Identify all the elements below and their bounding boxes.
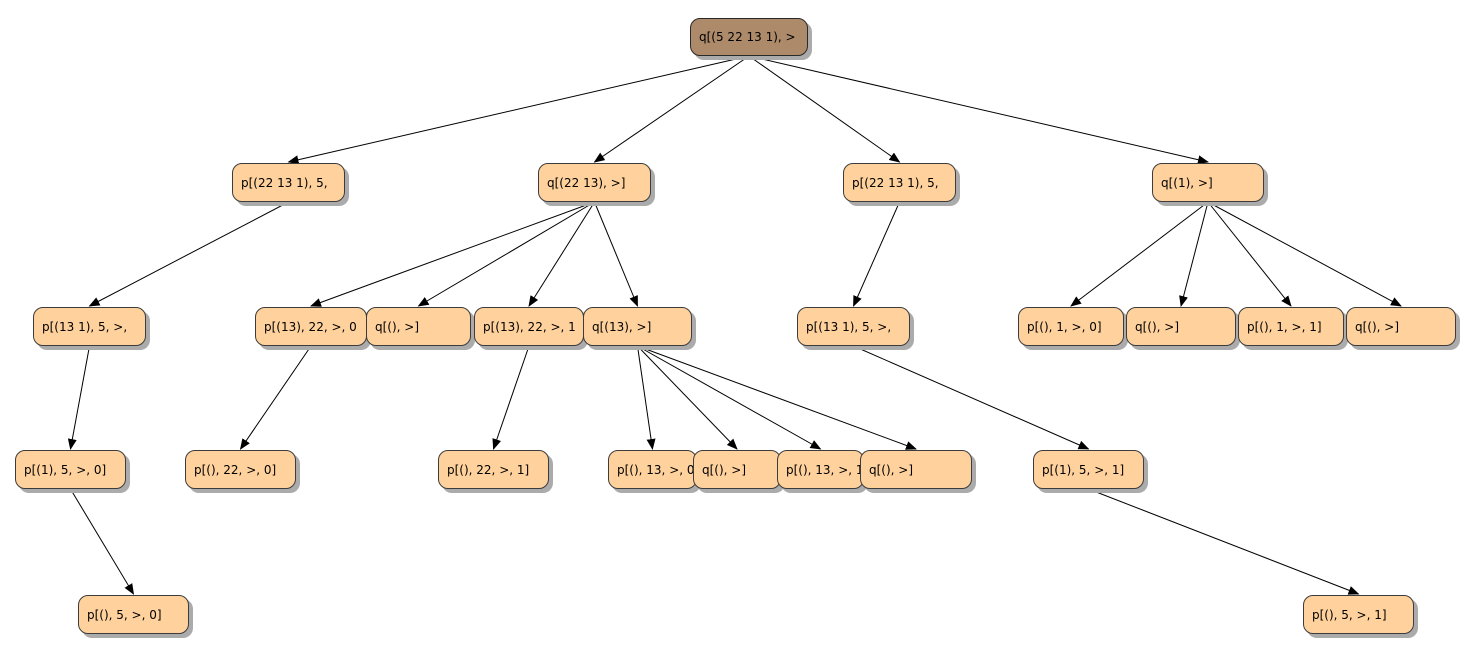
tree-node-label: p[(), 13, >, 1 bbox=[786, 462, 864, 477]
tree-node-label: p[(1), 5, >, 1] bbox=[1042, 462, 1125, 477]
edge-r4h-to-r5b bbox=[1088, 488, 1360, 595]
tree-node-r3h[interactable]: q[(), >] bbox=[1126, 307, 1236, 346]
edge-r2b-to-r3d bbox=[528, 201, 595, 307]
tree-node-label: q[(13), >] bbox=[592, 319, 652, 334]
tree-node-label: p[(13 1), 5, >, bbox=[42, 319, 128, 334]
tree-node-label: q[(), >] bbox=[702, 462, 747, 477]
edge-r2b-to-r3b bbox=[310, 201, 595, 307]
tree-node-label: q[(), >] bbox=[375, 319, 420, 334]
edge-r3e-to-r4d bbox=[637, 345, 656, 450]
tree-node-label: q[(22 13), >] bbox=[547, 175, 626, 190]
tree-node-label: q[(5 22 13 1), > bbox=[699, 30, 796, 44]
tree-node-r2c[interactable]: p[(22 13 1), 5, bbox=[843, 163, 956, 202]
tree-node-r4e[interactable]: q[(), >] bbox=[693, 450, 781, 489]
tree-node-label: p[(1), 5, >, 0] bbox=[24, 462, 107, 477]
tree-node-r4d[interactable]: p[(), 13, >, 0 bbox=[608, 450, 697, 489]
tree-node-r3e[interactable]: q[(13), >] bbox=[583, 307, 692, 346]
tree-node-r3c[interactable]: q[(), >] bbox=[366, 307, 471, 346]
tree-node-r4h[interactable]: p[(1), 5, >, 1] bbox=[1033, 450, 1144, 489]
edge-root-to-r2d bbox=[748, 55, 1209, 165]
tree-node-label: p[(13 1), 5, >, bbox=[806, 319, 892, 334]
edge-r3f-to-r4h bbox=[853, 345, 1090, 450]
tree-node-r4g[interactable]: q[(), >] bbox=[860, 450, 972, 489]
tree-node-label: p[(), 5, >, 0] bbox=[87, 607, 162, 622]
tree-node-r5b[interactable]: p[(), 5, >, 1] bbox=[1303, 595, 1414, 634]
tree-node-label: q[(1), >] bbox=[1161, 175, 1213, 190]
edge-root-to-r2c bbox=[748, 55, 901, 163]
edge-r2d-to-r3j bbox=[1207, 201, 1402, 307]
edge-r3d-to-r4c bbox=[492, 345, 530, 450]
edge-r2d-to-r3g bbox=[1070, 201, 1209, 307]
edge-root-to-r2b bbox=[593, 55, 750, 163]
tree-node-label: p[(13), 22, >, 1 bbox=[483, 319, 576, 334]
edge-r2d-to-r3i bbox=[1207, 201, 1292, 307]
tree-node-root[interactable]: q[(5 22 13 1), > bbox=[690, 18, 808, 56]
tree-node-r4c[interactable]: p[(), 22, >, 1] bbox=[438, 450, 549, 489]
tree-node-r3a[interactable]: p[(13 1), 5, >, bbox=[33, 307, 146, 346]
edge-r2c-to-r3f bbox=[853, 201, 900, 307]
edge-r2a-to-r3a bbox=[88, 201, 289, 307]
tree-node-label: q[(), >] bbox=[869, 462, 914, 477]
tree-node-label: p[(), 1, >, 1] bbox=[1247, 319, 1322, 334]
tree-node-r3d[interactable]: p[(13), 22, >, 1 bbox=[474, 307, 584, 346]
tree-node-label: p[(), 13, >, 0 bbox=[617, 462, 695, 477]
tree-node-label: q[(), >] bbox=[1355, 319, 1400, 334]
edge-r2d-to-r3h bbox=[1179, 201, 1209, 307]
edge-r2b-to-r3e bbox=[594, 201, 638, 307]
tree-node-r2b[interactable]: q[(22 13), >] bbox=[538, 163, 651, 202]
tree-node-r4b[interactable]: p[(), 22, >, 0] bbox=[185, 450, 296, 489]
tree-node-r2a[interactable]: p[(22 13 1), 5, bbox=[232, 163, 345, 202]
tree-node-label: p[(), 1, >, 0] bbox=[1027, 319, 1102, 334]
edge-r3b-to-r4b bbox=[239, 345, 312, 450]
tree-node-r3b[interactable]: p[(13), 22, >, 0 bbox=[255, 307, 367, 346]
edge-r3a-to-r4a bbox=[67, 345, 90, 450]
edge-r3e-to-r4e bbox=[637, 345, 738, 450]
edge-r3e-to-r4g bbox=[637, 345, 917, 450]
tree-node-r4a[interactable]: p[(1), 5, >, 0] bbox=[15, 450, 126, 489]
edge-r4a-to-r5a bbox=[70, 488, 135, 595]
edge-r2b-to-r3c bbox=[417, 201, 595, 307]
tree-node-r3f[interactable]: p[(13 1), 5, >, bbox=[797, 307, 910, 346]
tree-node-label: p[(13), 22, >, 0 bbox=[264, 319, 357, 334]
tree-node-label: p[(), 5, >, 1] bbox=[1312, 607, 1387, 622]
tree-node-label: p[(22 13 1), 5, bbox=[241, 175, 328, 190]
tree-node-r3g[interactable]: p[(), 1, >, 0] bbox=[1018, 307, 1124, 346]
tree-node-label: q[(), >] bbox=[1135, 319, 1180, 334]
tree-node-r3j[interactable]: q[(), >] bbox=[1346, 307, 1456, 346]
tree-node-label: p[(), 22, >, 1] bbox=[447, 462, 530, 477]
tree-node-label: p[(22 13 1), 5, bbox=[852, 175, 939, 190]
tree-node-r3i[interactable]: p[(), 1, >, 1] bbox=[1238, 307, 1344, 346]
edge-r3e-to-r4f bbox=[637, 345, 822, 450]
edge-root-to-r2a bbox=[287, 55, 750, 165]
tree-node-r4f[interactable]: p[(), 13, >, 1 bbox=[777, 450, 864, 489]
tree-node-label: p[(), 22, >, 0] bbox=[194, 462, 277, 477]
tree-node-r5a[interactable]: p[(), 5, >, 0] bbox=[78, 595, 189, 634]
tree-node-r2d[interactable]: q[(1), >] bbox=[1152, 163, 1264, 202]
